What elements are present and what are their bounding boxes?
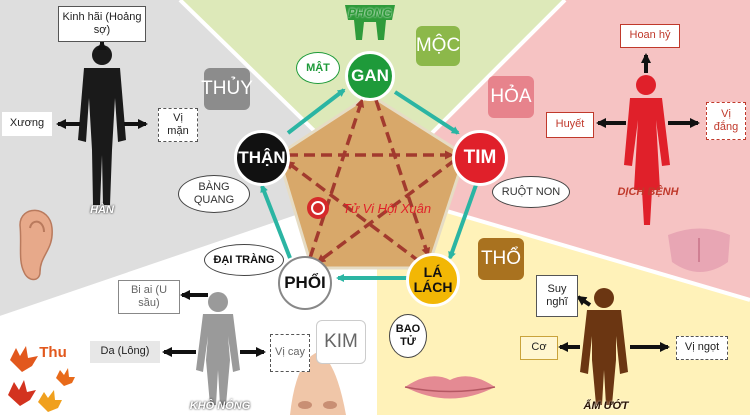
paired-organ-bao-tu: BAO TỬ — [389, 314, 427, 358]
paired-organ-bang-quang: BÀNG QUANG — [178, 175, 250, 213]
element-moc: MỘC — [416, 26, 460, 66]
fire-arrows — [596, 53, 700, 128]
water-emotion: Kinh hãi (Hoảng sợ) — [58, 6, 146, 42]
sector-right — [375, 0, 750, 300]
water-taste: Vị mặn — [158, 108, 198, 142]
human-silhouette-earth — [580, 288, 628, 405]
metal-climate: KHÔ NÓNG — [189, 400, 251, 412]
human-silhouette-wood — [345, 5, 395, 40]
arrow-phoi-to-gan — [308, 98, 365, 259]
earth-arrows — [558, 295, 670, 352]
water-tissue: Xương — [2, 112, 52, 136]
earth-emotion: Suy nghĩ — [536, 275, 578, 317]
paired-organ-ruot-non: RUỘT NON — [492, 176, 570, 208]
watermark-text: Tử Vi Hội Xuân — [342, 200, 432, 216]
fire-tissue: Huyết — [546, 112, 594, 138]
fire-emotion: Hoan hỷ — [620, 24, 680, 48]
maple-leaf-icon — [8, 346, 75, 412]
arrow-gan-to-lalach — [374, 99, 431, 257]
metal-taste: Vị cay — [270, 334, 310, 372]
element-kim: KIM — [316, 320, 366, 364]
organ-gan: GAN — [345, 51, 395, 101]
controlling-cycle — [285, 98, 457, 264]
element-tho: THỔ — [478, 238, 524, 280]
earth-taste: Vị ngọt — [676, 336, 728, 360]
ear-icon — [19, 209, 53, 281]
organ-tim: TIM — [452, 130, 508, 186]
organ-than: THẬN — [234, 130, 290, 186]
arrow-gan-to-tim — [393, 90, 460, 135]
metal-arrows — [162, 290, 266, 357]
organ-phoi: PHỔI — [278, 256, 332, 310]
center-pentagon — [276, 93, 467, 270]
paired-organ-mat: MẬT — [296, 52, 340, 84]
water-arrows — [56, 40, 148, 129]
metal-emotion: Bi ai (U sầu) — [118, 280, 180, 314]
earth-climate: ẨM ƯỚT — [583, 400, 629, 412]
organ-la-lach: LÁ LÁCH — [406, 253, 460, 307]
arrow-than-to-gan — [286, 88, 346, 135]
element-thuy: THỦY — [201, 68, 253, 110]
element-hoa: HỎA — [488, 76, 534, 118]
watermark-logo — [307, 197, 329, 219]
human-silhouette-fire — [624, 75, 670, 225]
human-silhouette-water — [78, 45, 126, 205]
metal-tissue: Da (Lông) — [90, 341, 160, 363]
arrow-phoi-to-than — [260, 184, 292, 259]
earth-tissue: Cơ — [520, 336, 558, 360]
water-climate: HÀN — [90, 204, 114, 216]
human-silhouette-metal — [196, 292, 240, 405]
tongue-icon — [668, 228, 730, 272]
lips-icon — [404, 376, 496, 399]
wood-climate: PHONG — [347, 6, 392, 20]
arrow-lalach-to-than — [285, 160, 422, 264]
arrow-tim-to-phoi — [316, 158, 457, 264]
generating-cycle — [260, 88, 478, 282]
metal-season: Thu — [39, 344, 67, 362]
arrow-tim-to-lalach — [448, 184, 478, 260]
fire-taste: Vị đắng — [706, 102, 746, 140]
paired-organ-dai-trang: ĐẠI TRÀNG — [204, 244, 284, 276]
fire-climate: DỊCH BỆNH — [617, 186, 679, 198]
